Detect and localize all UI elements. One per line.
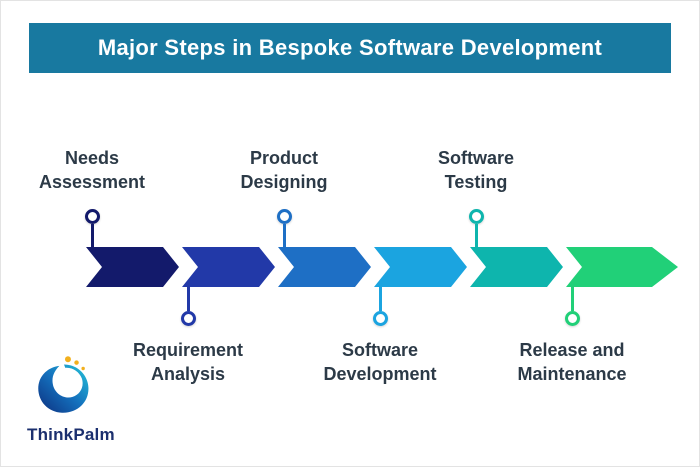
marker-circle-icon <box>564 311 580 326</box>
logo-dot <box>64 356 71 363</box>
logo-dot <box>74 360 79 365</box>
marker-circle-icon <box>468 209 484 224</box>
step-marker-needs-assessment <box>84 209 100 248</box>
step-marker-requirement-analysis <box>180 287 196 326</box>
page-title: Major Steps in Bespoke Software Developm… <box>97 35 603 60</box>
marker-stem <box>186 287 190 311</box>
marker-stem <box>474 224 478 248</box>
marker-stem <box>90 224 94 248</box>
arrow-segment-1 <box>86 247 179 287</box>
step-label-software-testing: Software Testing <box>437 148 515 192</box>
thinkpalm-logo: ThinkPalm <box>27 353 137 445</box>
step-label-needs-assessment: Needs Assessment <box>38 148 146 192</box>
marker-circle-icon <box>180 311 196 326</box>
step-marker-software-testing <box>468 209 484 248</box>
marker-circle-icon <box>276 209 292 224</box>
arrow-segment-5 <box>470 247 563 287</box>
step-label-requirement-analysis: Requirement Analysis <box>132 340 244 384</box>
logo-swirl-icon <box>38 356 89 413</box>
marker-circle-icon <box>372 311 388 326</box>
arrow-segment-4 <box>374 247 467 287</box>
arrow-segment-6 <box>566 247 678 287</box>
marker-stem <box>570 287 574 311</box>
step-marker-product-designing <box>276 209 292 248</box>
step-label-release-maintenance: Release and Maintenance <box>517 340 627 384</box>
step-marker-release-maintenance <box>564 287 580 326</box>
marker-stem <box>282 224 286 248</box>
step-label-software-development: Software Development <box>323 340 437 384</box>
step-label-product-designing: Product Designing <box>240 148 328 192</box>
step-marker-software-development <box>372 287 388 326</box>
arrow-segment-2 <box>182 247 275 287</box>
marker-circle-icon <box>84 209 100 224</box>
marker-stem <box>378 287 382 311</box>
process-arrow <box>86 247 678 287</box>
logo-dot <box>81 366 85 371</box>
logo-text: ThinkPalm <box>27 425 115 444</box>
title-banner: Major Steps in Bespoke Software Developm… <box>29 23 671 73</box>
arrow-segment-3 <box>278 247 371 287</box>
